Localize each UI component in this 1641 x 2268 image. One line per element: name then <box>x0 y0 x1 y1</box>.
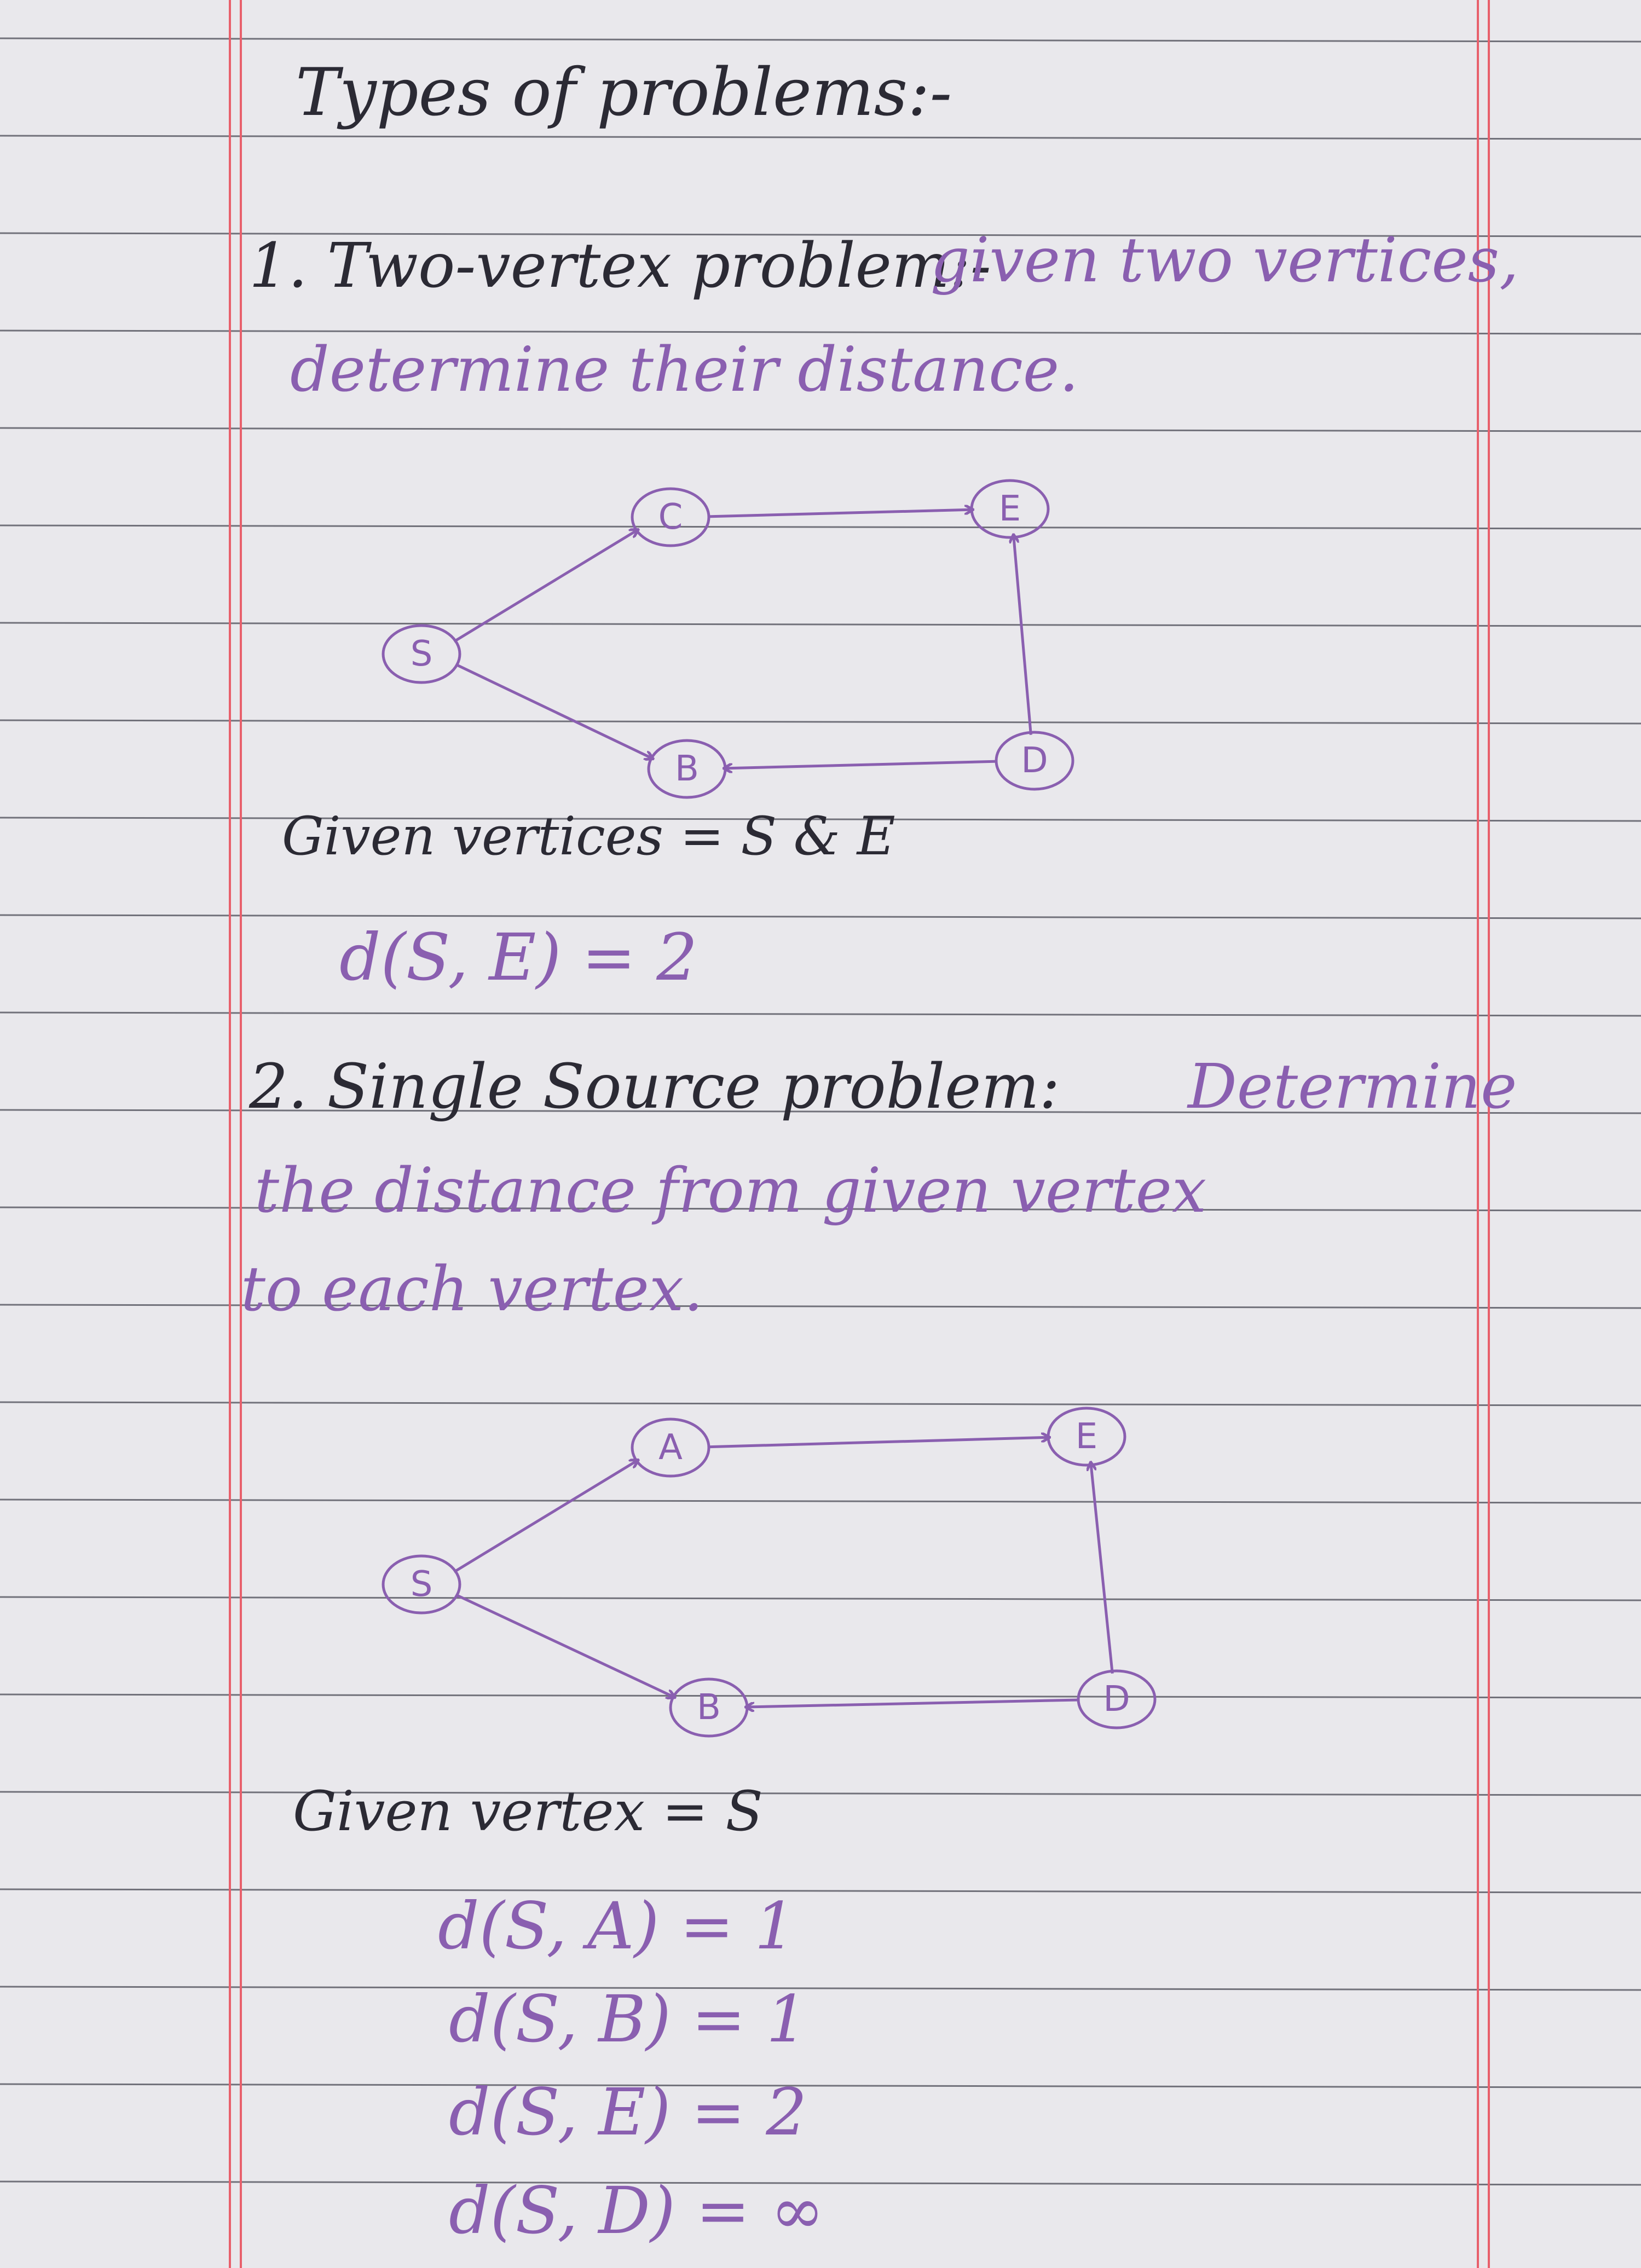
section1-given: Given vertices = S & E <box>282 806 895 867</box>
section1-description-line2: determine their distance. <box>290 334 1079 406</box>
edge-D-B <box>746 1698 1080 1707</box>
rule-line <box>0 1304 1641 1309</box>
edge-A-E <box>707 1437 1049 1449</box>
rule-line <box>0 1986 1641 1991</box>
rule-line <box>0 2180 1641 2186</box>
node-label-D: D <box>1103 1679 1130 1720</box>
rule-line <box>0 135 1641 140</box>
node-C: C <box>631 487 710 547</box>
rule-line <box>0 427 1641 432</box>
rule-line <box>0 232 1641 238</box>
rule-line <box>0 1401 1641 1407</box>
node-D: D <box>995 731 1074 791</box>
edge-S-B <box>455 663 652 759</box>
edge-D-B <box>724 760 998 768</box>
section2-result-1: d(S, A) = 1 <box>438 1888 796 1964</box>
rule-line <box>0 1011 1641 1017</box>
rule-line <box>0 1596 1641 1601</box>
section2-result-3: d(S, E) = 2 <box>449 2074 807 2150</box>
edge-C-E <box>707 510 973 518</box>
section2-description-line2: the distance from given vertex <box>255 1155 1207 1226</box>
node-B: B <box>669 1677 749 1738</box>
rule-line <box>0 1109 1641 1114</box>
edge-S-C <box>453 530 638 643</box>
node-E: E <box>970 479 1050 539</box>
section1-description-line1: given two vertices, <box>931 225 1519 296</box>
node-S: S <box>382 624 461 684</box>
edge-S-A <box>453 1460 638 1573</box>
rule-line <box>0 524 1641 530</box>
section2-description-line1: Determine <box>1188 1051 1517 1123</box>
edge-S-B <box>455 1593 675 1697</box>
node-label-B: B <box>697 1687 721 1728</box>
section1-heading: 1. Two-vertex problem:- <box>249 230 991 302</box>
rule-line <box>0 2083 1641 2088</box>
rule-line <box>0 1693 1641 1699</box>
rule-line <box>0 1498 1641 1504</box>
node-label-D: D <box>1021 740 1048 781</box>
node-B: B <box>647 739 727 799</box>
rule-line <box>0 329 1641 335</box>
node-A: A <box>631 1418 710 1478</box>
section2-heading: 2. Single Source problem: <box>249 1051 1060 1123</box>
node-label-S: S <box>411 1564 433 1605</box>
rule-line <box>0 622 1641 627</box>
node-S: S <box>382 1554 461 1615</box>
rule-line <box>0 1206 1641 1212</box>
node-label-B: B <box>675 749 699 789</box>
edge-D-E <box>1091 1462 1114 1674</box>
rule-line <box>0 1791 1641 1796</box>
edge-D-E <box>1014 535 1032 735</box>
node-E: E <box>1047 1407 1126 1467</box>
node-D: D <box>1077 1669 1157 1729</box>
node-label-S: S <box>411 634 433 674</box>
rule-line <box>0 1888 1641 1894</box>
rule-line <box>0 914 1641 919</box>
rule-line <box>0 719 1641 725</box>
rule-line <box>0 817 1641 822</box>
section2-result-4: d(S, D) = ∞ <box>449 2173 825 2248</box>
section2-description-line3: to each vertex. <box>241 1254 703 1325</box>
node-label-E: E <box>999 489 1021 529</box>
page-title-text: Types of problems:- <box>296 55 952 131</box>
section2-given: Given vertex = S <box>293 1779 763 1843</box>
node-label-A: A <box>658 1427 683 1468</box>
node-label-E: E <box>1076 1416 1097 1457</box>
rule-line <box>0 37 1641 43</box>
node-label-C: C <box>658 497 683 537</box>
section1-result: d(S, E) = 2 <box>339 919 698 995</box>
section2-result-2: d(S, B) = 1 <box>449 1981 807 2057</box>
